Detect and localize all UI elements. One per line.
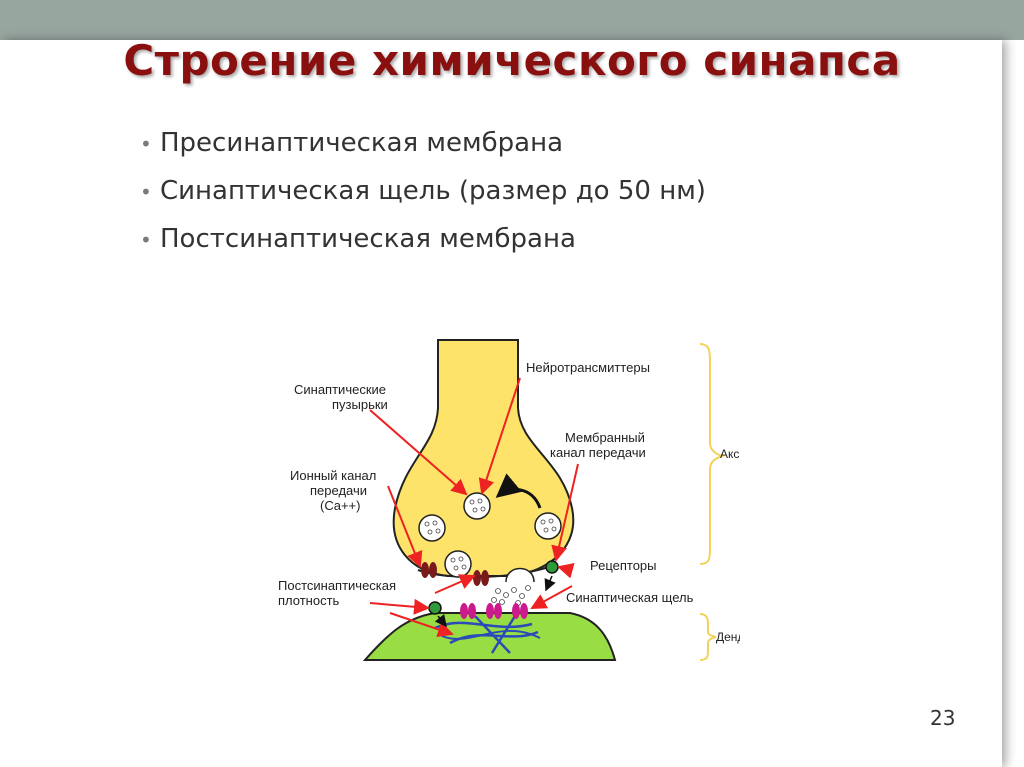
axon-terminal-shape [392, 339, 575, 577]
top-bar [0, 0, 1024, 40]
pointer-arrow [478, 377, 521, 495]
presynaptic-receptor [545, 560, 559, 574]
label-axon: Аксон [720, 447, 740, 461]
postsynaptic-receptor [486, 603, 502, 619]
postsynaptic-receptor [512, 603, 528, 619]
synaptic-vesicle [463, 492, 491, 520]
bullet-text: Синаптическая щель (размер до 50 нм) [160, 176, 706, 206]
postsynaptic-receptor-green [428, 601, 442, 615]
label-vesicles-2: пузырьки [332, 397, 388, 412]
axon-brace [699, 343, 726, 565]
synapse-diagram: Синаптические пузырьки Ионный канал пере… [278, 339, 740, 661]
label-ion-channel-3: (Ca++) [320, 498, 360, 513]
ion-channel [421, 562, 437, 578]
label-postsyn-density-2: плотность [278, 593, 340, 608]
pointer-arrow [387, 485, 423, 568]
bullet-item: • Синаптическая щель (размер до 50 нм) [140, 168, 706, 216]
label-ion-channel-2: передачи [310, 483, 367, 498]
pointer-arrow [557, 562, 575, 579]
pointer-arrow [369, 598, 430, 615]
cytoskeleton-fiber [441, 629, 541, 640]
bullet-icon: • [140, 180, 152, 204]
cytoskeleton-fiber [490, 615, 517, 654]
label-neurotransmitters: Нейротрансмиттеры [526, 360, 650, 375]
label-synaptic-cleft: Синаптическая щель [566, 590, 694, 605]
label-dendrite: Дендрит [716, 630, 740, 644]
cytoskeleton-fiber [474, 615, 511, 654]
label-vesicles-1: Синаптические [294, 382, 386, 397]
bullet-icon: • [140, 228, 152, 252]
synaptic-vesicle [418, 514, 446, 542]
label-receptors: Рецепторы [590, 558, 657, 573]
bullet-icon: • [140, 132, 152, 156]
synaptic-vesicle [534, 512, 562, 540]
slide-title: Строение химического синапса [123, 36, 901, 85]
pointer-arrow [434, 574, 476, 594]
pointer-arrow [369, 409, 468, 496]
exocytosis-vesicle [505, 567, 535, 583]
recycling-arrow [495, 473, 542, 509]
pointer-arrow [551, 463, 579, 562]
flow-arrow [434, 614, 447, 628]
postsynaptic-receptor [460, 603, 476, 619]
bullet-item: • Постсинаптическая мембрана [140, 216, 706, 264]
label-membrane-channel-1: Мембранный [565, 430, 645, 445]
page-number: 23 [930, 706, 956, 730]
flow-arrow [544, 575, 556, 592]
label-membrane-channel-2: канал передачи [550, 445, 646, 460]
label-ion-channel-1: Ионный канал [290, 468, 376, 483]
bullet-text: Постсинаптическая мембрана [160, 224, 576, 254]
pointer-arrow [389, 612, 454, 638]
pointer-arrow [530, 585, 573, 609]
bullet-text: Пресинаптическая мембрана [160, 128, 564, 158]
dendrite-brace [699, 613, 717, 661]
label-postsyn-density-1: Постсинаптическая [278, 578, 396, 593]
bullet-list: • Пресинаптическая мембрана • Синаптическа… [140, 120, 706, 264]
bullet-item: • Пресинаптическая мембрана [140, 120, 706, 168]
neurotransmitter-dots [491, 585, 531, 606]
synaptic-vesicle [444, 550, 472, 578]
